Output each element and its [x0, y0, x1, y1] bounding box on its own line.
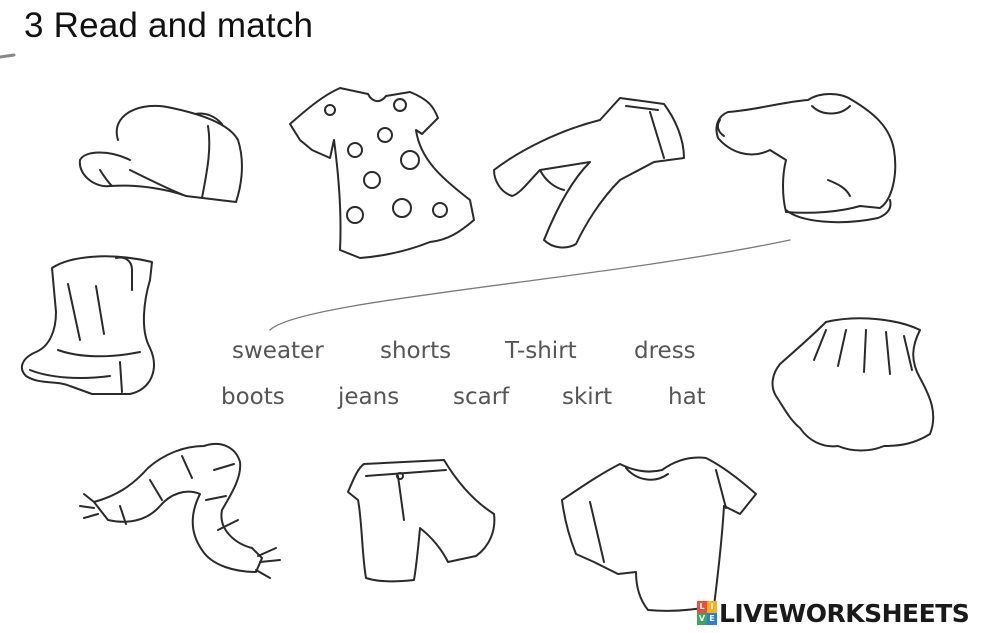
- sweater-icon: [715, 93, 897, 224]
- logo-text: LIVEWORKSHEETS: [719, 598, 970, 628]
- boots-icon: [20, 255, 155, 395]
- dress-icon: [289, 87, 475, 259]
- scarf-icon: [79, 443, 281, 579]
- shorts-icon: [347, 459, 496, 583]
- word-boots: boots: [221, 384, 285, 410]
- word-scarf: scarf: [453, 384, 510, 410]
- page-title: 3 Read and match: [24, 6, 314, 45]
- word-tshirt: T-shirt: [505, 338, 577, 364]
- word-shorts: shorts: [380, 338, 452, 364]
- jeans-icon: [493, 97, 685, 249]
- word-sweater: sweater: [232, 338, 324, 364]
- live-badge-icon: L I V E: [697, 601, 717, 625]
- word-skirt: skirt: [562, 384, 613, 410]
- tshirt-icon: [561, 456, 757, 612]
- word-dress: dress: [634, 338, 696, 364]
- skirt-icon: [771, 317, 935, 452]
- liveworksheets-logo: L I V E LIVEWORKSHEETS: [697, 597, 970, 629]
- word-hat: hat: [668, 384, 706, 410]
- cap-icon: [78, 104, 243, 203]
- word-jeans: jeans: [338, 384, 400, 410]
